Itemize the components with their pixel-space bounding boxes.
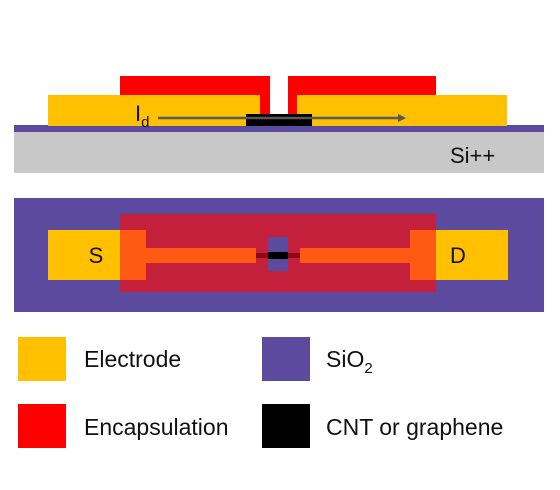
right-encapsulation-stem bbox=[288, 95, 297, 116]
current-label-subscript: d bbox=[141, 114, 149, 131]
left-encapsulation-cross-section bbox=[120, 76, 270, 95]
silicon-substrate bbox=[14, 131, 544, 173]
left-encapsulation-stem bbox=[260, 95, 270, 116]
legend: Electrode SiO2 Encapsulation CNT or grap… bbox=[18, 337, 503, 448]
right-encapsulation-cross-section bbox=[288, 76, 436, 95]
source-electrode-cross-section bbox=[48, 95, 260, 126]
substrate-label: Si++ bbox=[450, 143, 495, 168]
drain-electrode-under-encapsulation bbox=[410, 230, 436, 280]
legend-label-sio2-subscript: 2 bbox=[364, 360, 372, 377]
sio2-layer-cross-section bbox=[14, 125, 544, 132]
cross-section-view: Id Si++ bbox=[14, 76, 544, 173]
legend-label-electrode: Electrode bbox=[84, 346, 181, 372]
source-finger bbox=[146, 248, 256, 263]
drain-finger bbox=[300, 248, 410, 263]
channel-top-view bbox=[268, 252, 288, 259]
legend-swatch-cnt-graphene bbox=[262, 404, 310, 448]
legend-swatch-sio2 bbox=[262, 337, 310, 381]
source-electrode-top-view bbox=[48, 230, 120, 280]
legend-label-cnt-graphene: CNT or graphene bbox=[326, 414, 503, 440]
drain-electrode-cross-section bbox=[297, 95, 507, 126]
channel-cross-section bbox=[246, 114, 312, 126]
source-electrode-under-encapsulation bbox=[120, 230, 146, 280]
legend-label-sio2: SiO2 bbox=[326, 346, 373, 377]
legend-swatch-electrode bbox=[18, 337, 66, 381]
top-view: S D bbox=[14, 198, 544, 312]
legend-label-encapsulation: Encapsulation bbox=[84, 414, 229, 440]
channel-top-view-left bbox=[256, 253, 268, 258]
current-label: Id bbox=[135, 101, 149, 131]
legend-swatch-encapsulation bbox=[18, 404, 66, 448]
drain-electrode-top-view bbox=[436, 230, 508, 280]
source-label: S bbox=[89, 243, 104, 268]
drain-label: D bbox=[450, 243, 466, 268]
channel-top-view-right bbox=[288, 253, 300, 258]
